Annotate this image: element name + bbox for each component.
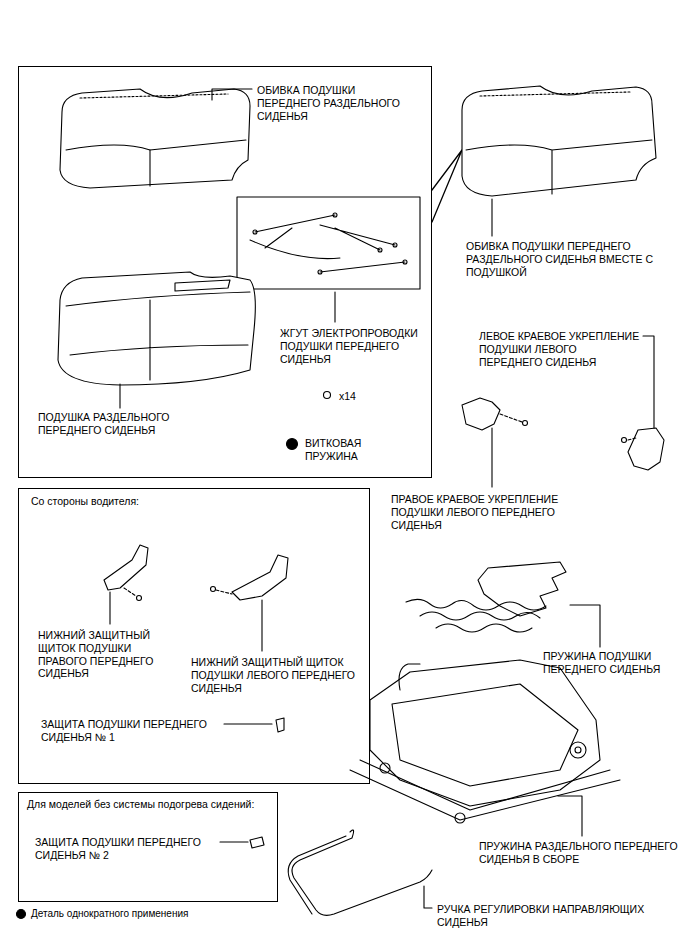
part-name: ПОДУШКА РАЗДЕЛЬНОГО ПЕРЕДНЕГО СИДЕНЬЯ	[38, 411, 188, 437]
part-name: ВИТКОВАЯ ПРУЖИНА	[305, 437, 395, 463]
part-name: x14	[339, 390, 379, 403]
legend-text: Деталь однократного применения	[31, 908, 188, 920]
part-label: РУЧКА РЕГУЛИРОВКИ НАПРАВЛЯЮЩИХ СИДЕНЬЯ	[437, 903, 682, 929]
part-name: НИЖНИЙ ЗАЩИТНЫЙ ЩИТОК ПОДУШКИ ЛЕВОГО ПЕР…	[191, 656, 356, 694]
parts-group-box: Для моделей без системы подогрева сидени…	[18, 792, 278, 902]
parts-group-box: Со стороны водителя: НИЖНИЙ ЗАЩИТНЫЙ ЩИТО…	[18, 488, 370, 784]
part-label: ОБИВКА ПОДУШКИ ПЕРЕДНЕГО РАЗДЕЛЬНОГО СИД…	[466, 240, 671, 278]
part-name: ЗАЩИТА ПОДУШКИ ПЕРЕДНЕГО СИДЕНЬЯ № 1	[41, 718, 231, 744]
parts-group-box: ОБИВКА ПОДУШКИ ПЕРЕДНЕГО РАЗДЕЛЬНОГО СИД…	[18, 66, 432, 478]
part-name: ОБИВКА ПОДУШКИ ПЕРЕДНЕГО РАЗДЕЛЬНОГО СИД…	[257, 84, 417, 122]
box-heading: Со стороны водителя:	[31, 495, 231, 508]
part-name: ЖГУТ ЭЛЕКТРОПРОВОДКИ ПОДУШКИ ПЕРЕДНЕГО С…	[280, 327, 428, 365]
box-heading: Для моделей без системы подогрева сидени…	[27, 798, 263, 811]
part-label: ПРУЖИНА ПОДУШКИ ПЕРЕДНЕГО СИДЕНЬЯ	[543, 650, 668, 676]
part-label: ПРУЖИНА РАЗДЕЛЬНОГО ПЕРЕДНЕГО СИДЕНЬЯ В …	[479, 840, 684, 866]
part-label: ПРАВОЕ КРАЕВОЕ УКРЕПЛЕНИЕ ПОДУШКИ ЛЕВОГО…	[391, 493, 576, 531]
part-label: ЛЕВОЕ КРАЕВОЕ УКРЕПЛЕНИЕ ПОДУШКИ ЛЕВОГО …	[479, 330, 641, 368]
part-name: НИЖНИЙ ЗАЩИТНЫЙ ЩИТОК ПОДУШКИ ПРАВОГО ПЕ…	[38, 629, 168, 680]
part-name: ЗАЩИТА ПОДУШКИ ПЕРЕДНЕГО СИДЕНЬЯ № 2	[35, 836, 221, 862]
